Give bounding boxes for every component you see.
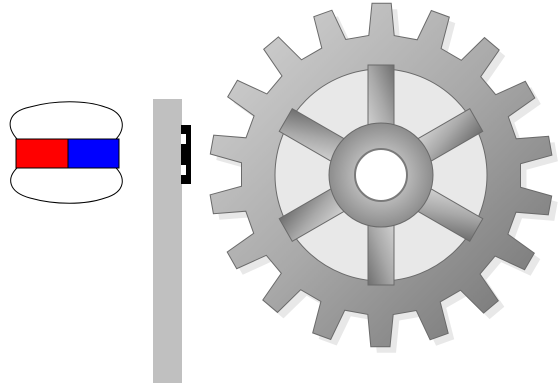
bar-magnet (10, 102, 122, 204)
hall-sensor (181, 125, 191, 184)
magnet-south-pole (68, 139, 119, 168)
sensor-pin-bottom (181, 165, 186, 175)
sensor-body (181, 125, 191, 184)
field-line-bottom (11, 167, 123, 203)
magnet-north-pole (16, 139, 68, 168)
mounting-plate (153, 99, 182, 383)
gear-bore (355, 149, 407, 201)
gear (210, 3, 558, 353)
field-line-top (10, 102, 122, 140)
sensor-pin-top (181, 134, 186, 144)
